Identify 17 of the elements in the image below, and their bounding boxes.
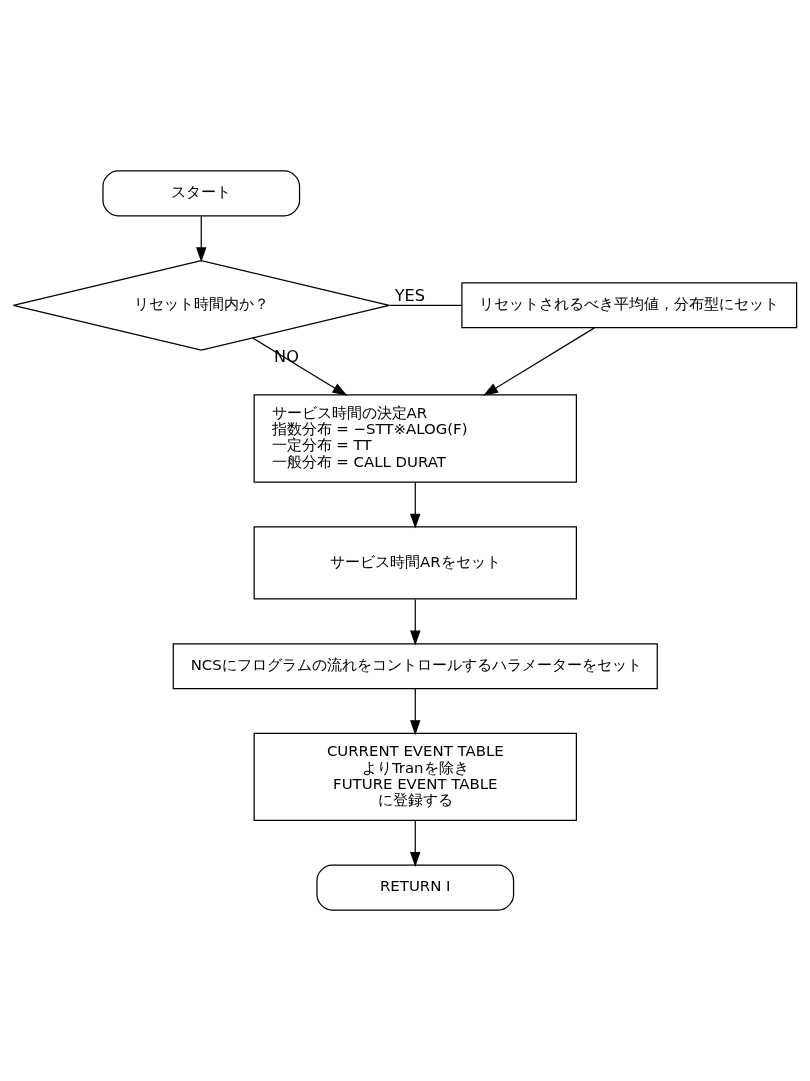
node-box: NCSにフログラムの流れをコントロールするハラメーターをセット (172, 643, 658, 690)
arrow (410, 481, 421, 529)
arrow (410, 688, 421, 736)
node-diamond: リセット時間内か？ (12, 259, 390, 351)
connector (388, 304, 463, 306)
arrow (410, 820, 421, 867)
arrow (196, 215, 207, 263)
node-box: リセットされるべき平均値，分布型にセット (461, 282, 798, 329)
node-box: スタート (102, 170, 301, 217)
arrow (252, 337, 348, 396)
node-box: サービス時間ARをセット (253, 526, 577, 600)
node-box: RETURN I (316, 864, 515, 911)
edge-label: YES (394, 285, 426, 305)
arrow (410, 598, 421, 646)
arrow (483, 327, 595, 396)
node-box: CURRENT EVENT TABLE よりTranを除き FUTURE EVENT TABLE に登録する (253, 732, 577, 822)
node-box: サービス時間の決定AR 指数分布 = −STT※ALOG(F) 一定分布 = TT 一般分布 = CALL DURAT (253, 394, 577, 483)
